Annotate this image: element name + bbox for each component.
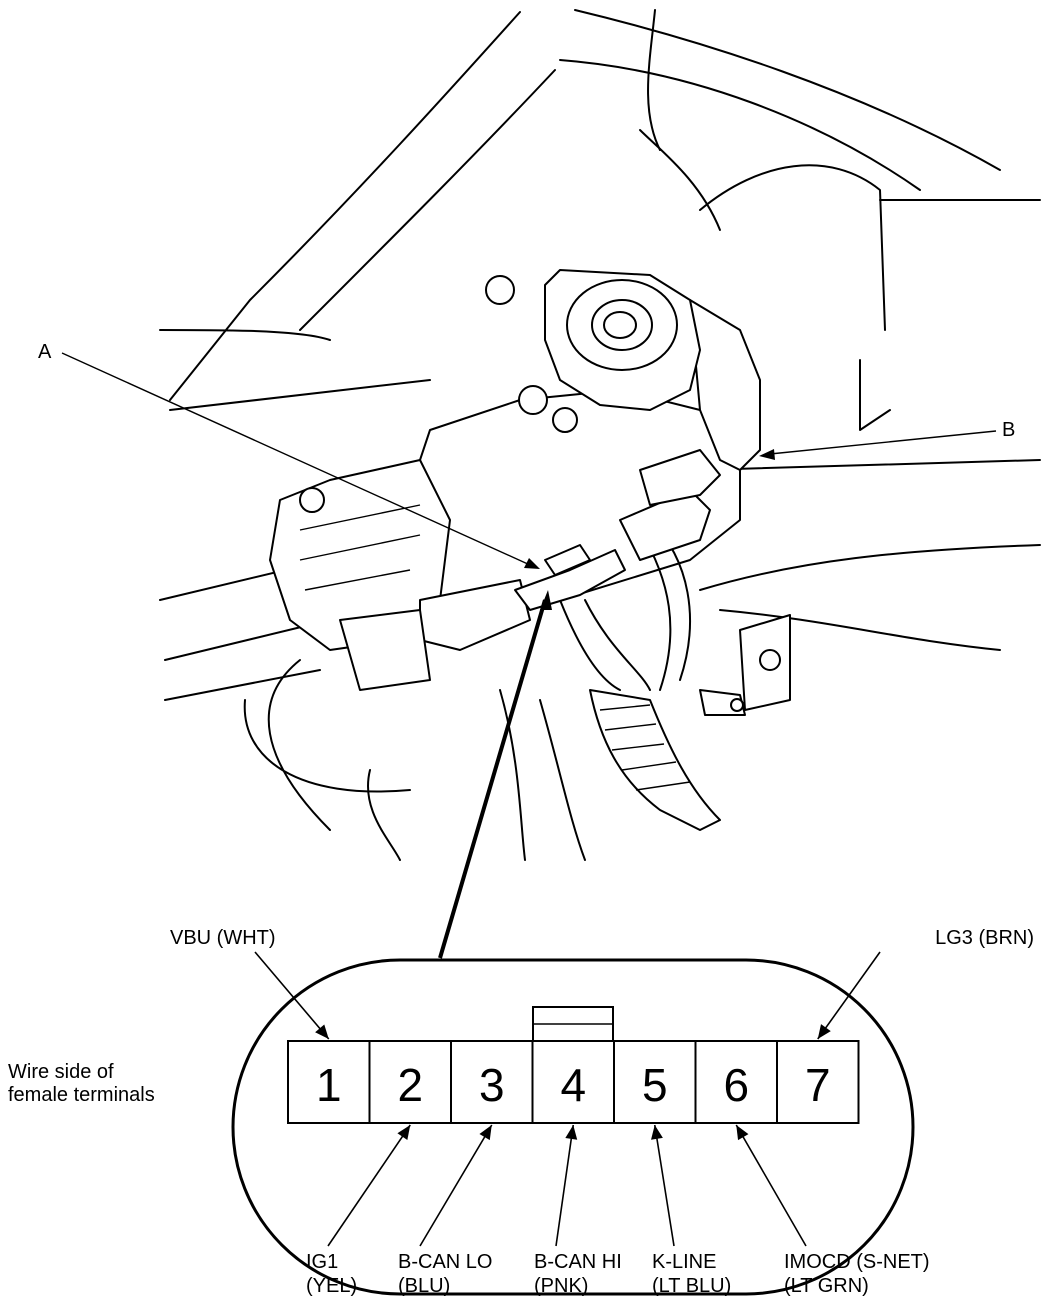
caption-line-1: Wire side of xyxy=(8,1061,114,1083)
terminal-2 xyxy=(368,1040,452,1124)
svg-text:IMOCD (S-NET): IMOCD (S-NET) xyxy=(784,1251,930,1273)
caption-line-2: female terminals xyxy=(8,1084,155,1106)
terminal-cavities: 1 2 3 4 5 6 7 xyxy=(287,1040,860,1124)
wire-label-pin-7: LG3 (BRN) xyxy=(935,927,1034,949)
svg-text:B-CAN LO: B-CAN LO xyxy=(398,1251,492,1273)
steering-column-illustration xyxy=(159,9,1041,861)
wire-labels: VBU (WHT)LG3 (BRN)IG1(YEL)B-CAN LO(BLU)B… xyxy=(170,927,1034,1297)
wire-label-pin-5: K-LINE(LT BLU) xyxy=(652,1251,731,1297)
terminal-7 xyxy=(776,1040,860,1124)
terminal-number-2: 2 xyxy=(397,1059,423,1111)
svg-text:(LT BLU): (LT BLU) xyxy=(652,1275,731,1297)
terminal-number-4: 4 xyxy=(560,1059,586,1111)
terminal-6 xyxy=(694,1040,778,1124)
wire-label-pin-2: IG1(YEL) xyxy=(306,1251,357,1297)
wire-label-pin-1: VBU (WHT) xyxy=(170,927,276,949)
callout-a-label: A xyxy=(38,341,52,363)
svg-text:(BLU): (BLU) xyxy=(398,1275,450,1297)
terminal-number-6: 6 xyxy=(723,1059,749,1111)
svg-text:B-CAN HI: B-CAN HI xyxy=(534,1251,622,1273)
callout-a: A xyxy=(38,341,540,569)
callout-b: B xyxy=(759,419,1015,460)
terminal-number-3: 3 xyxy=(479,1059,505,1111)
callout-b-label: B xyxy=(1002,419,1015,441)
wire-label-pin-3: B-CAN LO(BLU) xyxy=(398,1251,492,1297)
svg-text:(YEL): (YEL) xyxy=(306,1275,357,1297)
connector-caption: Wire side of female terminals xyxy=(8,1061,155,1106)
terminal-number-5: 5 xyxy=(642,1059,668,1111)
svg-text:(PNK): (PNK) xyxy=(534,1275,588,1297)
svg-text:K-LINE: K-LINE xyxy=(652,1251,716,1273)
terminal-number-7: 7 xyxy=(805,1059,831,1111)
wire-label-pin-4: B-CAN HI(PNK) xyxy=(534,1251,622,1297)
svg-text:(LT GRN): (LT GRN) xyxy=(784,1275,869,1297)
connector-leader-line xyxy=(438,599,547,959)
terminal-5 xyxy=(613,1040,697,1124)
terminal-4 xyxy=(531,1040,615,1124)
terminal-number-1: 1 xyxy=(316,1059,342,1111)
svg-text:IG1: IG1 xyxy=(306,1251,338,1273)
wire-label-pin-6: IMOCD (S-NET)(LT GRN) xyxy=(784,1251,930,1297)
